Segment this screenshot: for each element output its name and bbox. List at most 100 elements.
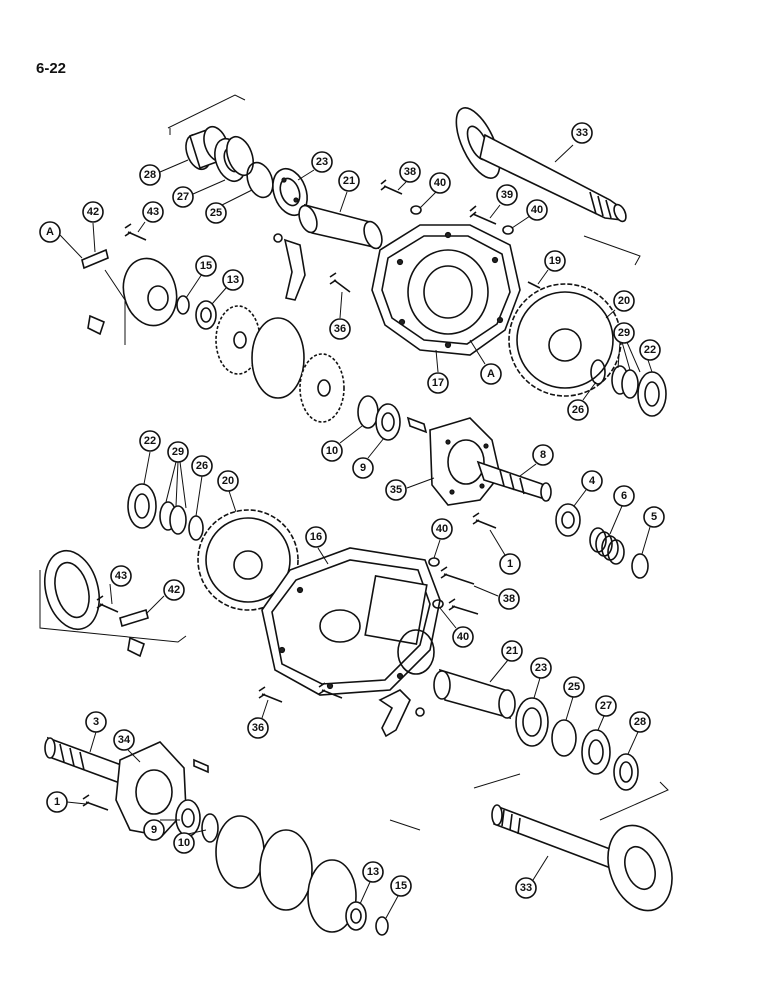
callout-label: 23 xyxy=(316,156,328,168)
washer-40-c xyxy=(428,557,440,567)
lower-assembly xyxy=(39,483,673,936)
bolt-bottom-mid xyxy=(318,682,343,699)
callout-42-top: 42 xyxy=(82,201,104,253)
callout-label: 10 xyxy=(326,445,338,457)
callout-36-top: 36 xyxy=(329,291,351,340)
callout-label: 36 xyxy=(252,722,264,734)
gear-20-lower xyxy=(197,509,299,611)
callout-label: 20 xyxy=(618,295,630,307)
callout-34: 34 xyxy=(113,729,141,763)
shift-lever-bottom xyxy=(378,689,411,738)
bearing-22-bottom xyxy=(127,483,157,529)
bolt-43-top xyxy=(124,223,147,241)
callout-29-top: 29 xyxy=(613,322,641,373)
bracket-line xyxy=(473,773,521,789)
washer-40-b xyxy=(502,225,514,235)
callout-label: 9 xyxy=(151,824,157,836)
sleeve-tube-21-bottom xyxy=(433,668,516,720)
sleeve-tube-21 xyxy=(298,203,383,250)
callout-label: 15 xyxy=(395,880,407,892)
flange-plate-top xyxy=(122,257,178,327)
callout-A-left: A xyxy=(39,221,83,259)
flange-plate-bottom xyxy=(44,549,100,631)
callout-A-right: A xyxy=(469,339,502,385)
callout-label: 21 xyxy=(343,175,355,187)
bracket-line xyxy=(39,570,187,643)
callout-label: 27 xyxy=(600,700,612,712)
axle-shaft-bottom xyxy=(491,804,673,912)
callout-label: 16 xyxy=(310,531,322,543)
ring-15-top xyxy=(176,295,190,315)
callout-19: 19 xyxy=(537,250,566,285)
callout-label: 22 xyxy=(644,344,656,356)
collar-4 xyxy=(555,503,581,537)
callout-label: 3 xyxy=(93,716,99,728)
lock-plate-42-top xyxy=(81,248,109,270)
friction-plate-bottom xyxy=(259,829,313,911)
callout-label: 42 xyxy=(168,584,180,596)
callout-20-bottom: 20 xyxy=(217,470,239,513)
callout-label: 33 xyxy=(576,127,588,139)
needle-bearing-13-top xyxy=(195,300,217,330)
bracket-line xyxy=(599,781,669,821)
clutch-disc-top-2 xyxy=(299,353,345,423)
callout-33-top: 33 xyxy=(554,122,593,163)
spacers-29-bottom xyxy=(159,501,187,535)
callout-21-top: 21 xyxy=(338,170,360,213)
callout-43-top: 43 xyxy=(137,201,164,233)
bolt-36-bottom xyxy=(258,686,283,703)
callout-27-top: 27 xyxy=(172,179,226,208)
callout-label: 9 xyxy=(360,462,366,474)
bolt-38-bottom xyxy=(440,566,475,585)
callout-22-bottom: 22 xyxy=(139,430,161,485)
bolt-1-bottom xyxy=(82,794,109,811)
callout-label: 40 xyxy=(457,631,469,643)
callout-label: 38 xyxy=(404,166,416,178)
cover-plate-35 xyxy=(429,417,501,506)
callout-3: 3 xyxy=(85,711,107,753)
callout-label: 17 xyxy=(432,377,444,389)
shift-lever-top xyxy=(283,238,306,301)
input-shaft-8 xyxy=(476,460,552,502)
callout-25-top: 25 xyxy=(205,189,253,224)
callout-label: 28 xyxy=(634,716,646,728)
callout-label: 40 xyxy=(434,177,446,189)
callout-42-bottom: 42 xyxy=(145,579,185,615)
callout-label: 40 xyxy=(436,523,448,535)
pin-19 xyxy=(527,281,541,289)
bolt-39 xyxy=(469,205,497,225)
cover-plate-34 xyxy=(115,741,187,837)
callout-label: 27 xyxy=(177,191,189,203)
callout-10-top: 10 xyxy=(321,425,363,462)
callout-26-top: 26 xyxy=(567,381,597,421)
snap-ring-25-bottom xyxy=(551,719,577,757)
callout-15-top: 15 xyxy=(185,255,217,299)
callout-33-bottom: 33 xyxy=(515,855,549,899)
callout-4: 4 xyxy=(573,470,603,507)
bracket-line xyxy=(583,235,641,266)
snap-ring-26-bottom xyxy=(188,515,204,541)
callout-label: 8 xyxy=(540,449,546,461)
callouts: 33 28 27 25 23 21 38 xyxy=(39,122,665,919)
callout-9-bottom: 9 xyxy=(143,819,180,841)
callout-label: 23 xyxy=(535,662,547,674)
callout-label: 39 xyxy=(501,189,513,201)
clutch-disc-bottom-2 xyxy=(307,859,357,933)
callout-13-bottom: 13 xyxy=(359,861,384,905)
bracket-line xyxy=(104,269,126,345)
pin-bottom xyxy=(193,758,209,774)
callout-label: 1 xyxy=(54,796,60,808)
callout-label: 1 xyxy=(507,558,513,570)
callout-1-bottom: 1 xyxy=(46,791,87,813)
callout-17: 17 xyxy=(427,349,449,394)
callout-label: 26 xyxy=(572,404,584,416)
snap-ring-10-bottom xyxy=(201,813,219,843)
callout-25-bottom: 25 xyxy=(563,676,585,721)
callout-label: A xyxy=(46,226,54,238)
callout-label: 36 xyxy=(334,323,346,335)
page-number: 6-22 xyxy=(36,60,67,77)
ring-15-bottom xyxy=(375,916,389,936)
bearing-22-top xyxy=(637,371,667,417)
clutch-disc-bottom-1 xyxy=(215,815,265,889)
